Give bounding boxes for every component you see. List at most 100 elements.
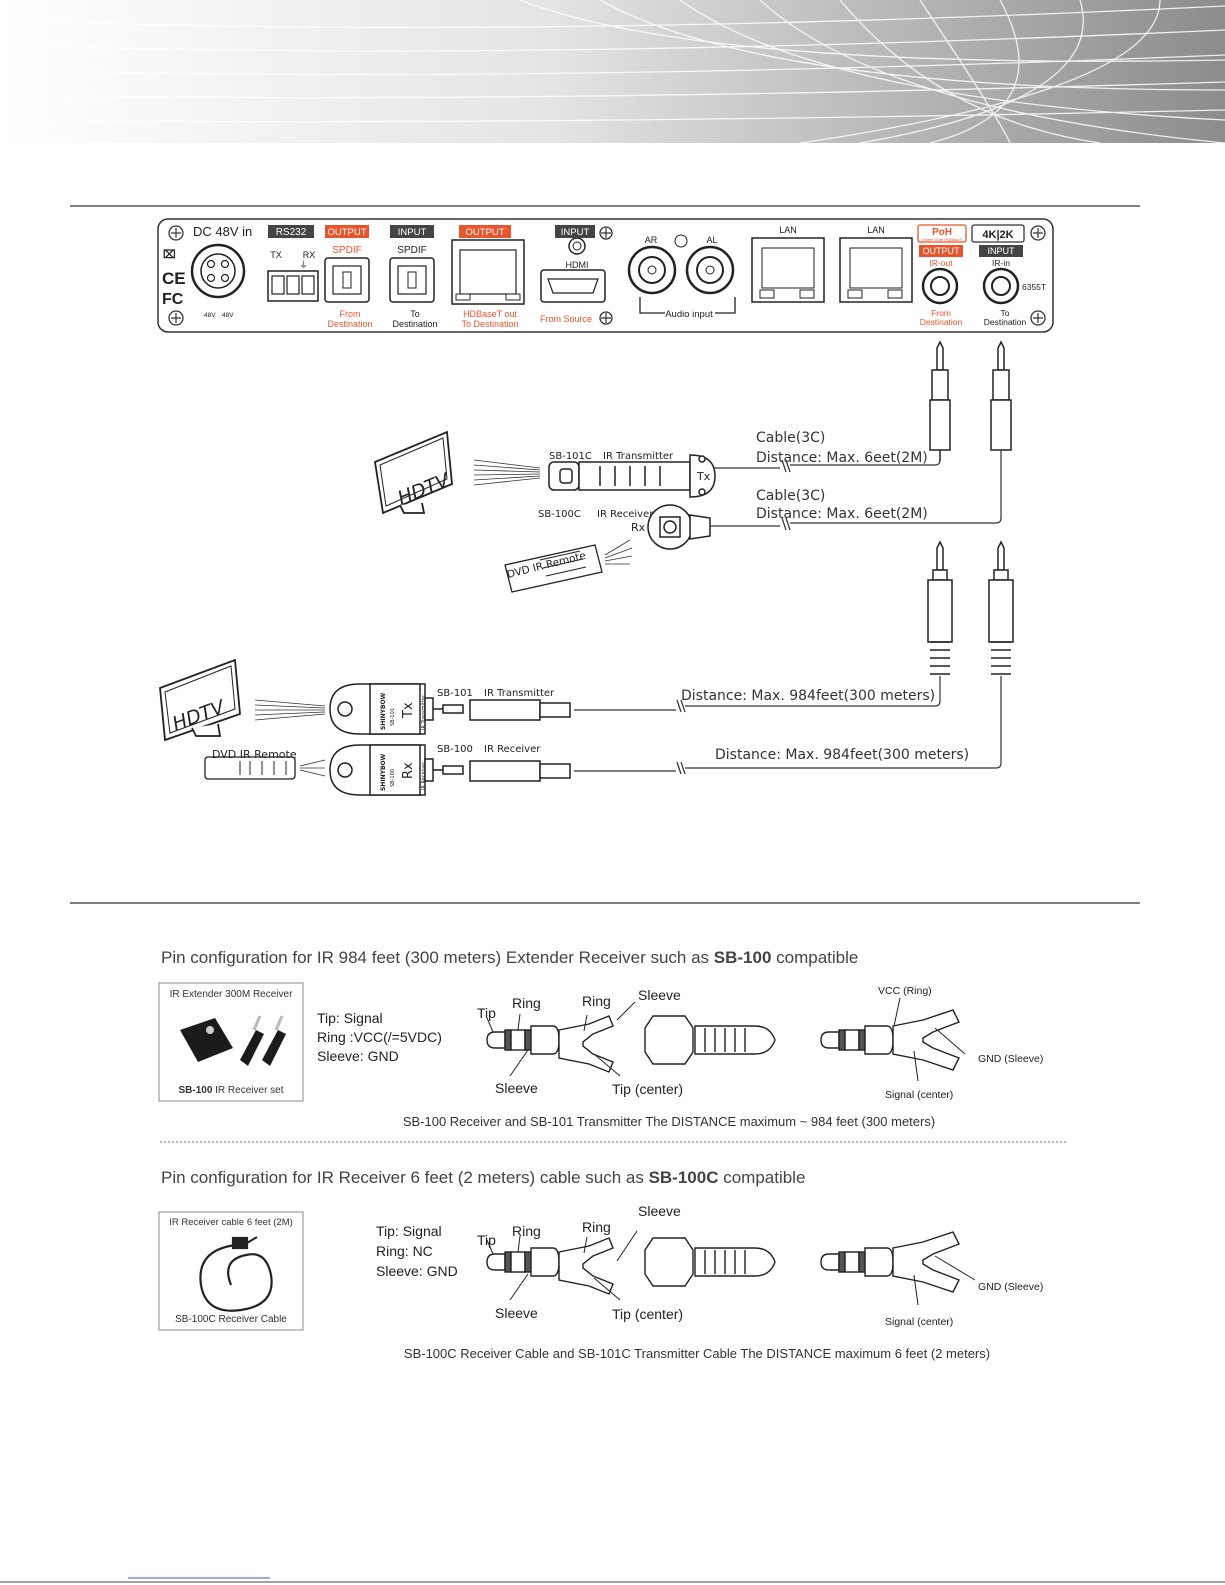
cable-photo-frame xyxy=(158,1211,304,1331)
label-tip-center-2: Tip (center) xyxy=(612,1306,683,1322)
sb100c-name: IR Receiver xyxy=(597,509,654,520)
ir-out-caption-2: Destination xyxy=(920,317,963,327)
plug-ir-in xyxy=(990,340,1012,451)
spec2-line-3: Sleeve: GND xyxy=(376,1263,458,1279)
pin-title-1: Pin configuration for IR 984 feet (300 m… xyxy=(161,948,858,967)
pin-title-2: Pin configuration for IR Receiver 6 feet… xyxy=(161,1168,805,1187)
plug-pointer-lines-2 xyxy=(486,1230,976,1306)
ir-beam-icon-2 xyxy=(254,699,326,721)
sb100-model: SB-100 xyxy=(437,744,473,755)
sb100-receiver xyxy=(329,744,571,796)
cable-lines xyxy=(574,450,1002,772)
pin-section-2: Pin configuration for IR Receiver 6 feet… xyxy=(158,1168,1043,1361)
ir-in-caption-2: Destination xyxy=(984,317,1027,327)
label-vcc-1: VCC (Ring) xyxy=(878,985,932,997)
dc-label: DC 48V in xyxy=(193,224,252,239)
label-signal-2: Signal (center) xyxy=(885,1316,953,1328)
photo-title-2: IR Receiver cable 6 feet (2M) xyxy=(169,1217,293,1228)
sb101-brand: SHINYBOW xyxy=(380,692,387,730)
spdif-in-caption-2: Destination xyxy=(392,319,437,329)
label-tip-center-1: Tip (center) xyxy=(612,1081,683,1097)
sb100-code: Rx xyxy=(401,762,416,779)
tag-hdbaset xyxy=(459,225,511,238)
lan-label-1: LAN xyxy=(779,225,797,235)
label-ring-b-2: Ring xyxy=(582,1219,611,1235)
spdif-in-tag: INPUT xyxy=(398,227,427,238)
sb101c-transmitter xyxy=(548,454,716,498)
sb101c-model: SB-101C xyxy=(549,451,592,462)
header-band xyxy=(0,0,1225,144)
photo-caption-2: SB-100C Receiver Cable xyxy=(175,1314,287,1325)
spec-line-3: Sleeve: GND xyxy=(317,1048,399,1064)
label-sleeve-top-2: Sleeve xyxy=(638,1203,681,1219)
label-gnd-2: GND (Sleeve) xyxy=(978,1281,1043,1293)
spec-line-2: Ring :VCC(/=5VDC) xyxy=(317,1029,442,1045)
label-sleeve-top-1: Sleeve xyxy=(638,987,681,1003)
power-label-2: 48V xyxy=(222,312,234,319)
rs232-rx-label: RX xyxy=(303,250,316,260)
ir-in-caption-1: To xyxy=(1001,308,1010,318)
audio-caption: Audio input xyxy=(665,309,713,320)
tag-spdif-out xyxy=(325,225,369,238)
ground-glyph: ⏚ xyxy=(299,260,308,270)
pin-footer-1: SB-100 Receiver and SB-101 Transmitter T… xyxy=(403,1114,935,1129)
audio-ar-label: AR xyxy=(645,235,658,245)
receiver-set-photo xyxy=(180,1015,286,1066)
sb100-tag: IR Receiver xyxy=(421,761,427,790)
svg-text:FC: FC xyxy=(162,291,184,308)
k4-label: 4K|2K xyxy=(982,229,1013,241)
sb101-transmitter xyxy=(329,683,571,735)
ir-in-tag: INPUT xyxy=(988,246,1016,256)
hdmi-name: HDMI xyxy=(566,260,589,270)
sb101-code: Tx xyxy=(401,702,416,719)
label-tip-1: Tip xyxy=(477,1005,496,1021)
poh-label: PoH xyxy=(932,227,952,238)
sb101-tag: IR Transmitter xyxy=(421,694,427,730)
plug-pointer-lines-1 xyxy=(486,997,966,1082)
spdif-out-caption-2: Destination xyxy=(327,319,372,329)
tag-ir-in xyxy=(979,245,1023,257)
label-tip-2: Tip xyxy=(477,1232,496,1248)
dvd-remote-label-2: DVD IR Remote xyxy=(212,748,297,761)
certification-icons: ⌧ CE FC xyxy=(162,249,186,308)
cable-label-1: Cable(3C) xyxy=(756,430,825,446)
hdmi-tag: INPUT xyxy=(561,227,590,238)
sb101-name: IR Transmitter xyxy=(484,688,555,699)
tag-ir-out xyxy=(919,245,963,257)
ir-out-tag: OUTPUT xyxy=(923,246,961,256)
plug-diagram-1 xyxy=(486,1009,960,1073)
sb100-name: IR Receiver xyxy=(484,744,541,755)
sb101c-code: Tx xyxy=(696,470,711,483)
receiver-cable-photo xyxy=(199,1236,273,1312)
sb100-brand: SHINYBOW xyxy=(380,753,387,791)
dvd-remote-icon xyxy=(504,544,603,593)
spdif-out-caption-1: From xyxy=(340,309,361,319)
audio-al-label: AL xyxy=(706,235,717,245)
spec2-line-2: Ring: NC xyxy=(376,1243,433,1259)
cable-break-marks xyxy=(676,459,791,775)
hdmi-caption: From Source xyxy=(540,314,592,324)
plug-diagram-2 xyxy=(486,1231,960,1295)
sb100c-receiver xyxy=(647,504,711,550)
poh-badge xyxy=(917,224,967,243)
svg-text:⌧: ⌧ xyxy=(163,249,176,261)
sb101-model: SB-101 xyxy=(437,688,473,699)
ir-out-caption-1: From xyxy=(931,308,951,318)
plug-ir-out xyxy=(929,340,951,461)
poh-sub-label: Power Over HDBaseT xyxy=(922,237,962,242)
sb100c-code: Rx xyxy=(631,521,646,534)
cable-label-2: Cable(3C) xyxy=(756,488,825,504)
label-sleeve-bottom-2: Sleeve xyxy=(495,1305,538,1321)
pin-section-1: Pin configuration for IR 984 feet (300 m… xyxy=(158,948,1043,1129)
sb101c-name: IR Transmitter xyxy=(603,451,674,462)
pin-footer-2: SB-100C Receiver Cable and SB-101C Trans… xyxy=(404,1346,990,1361)
ir-in-name: IR-in xyxy=(992,258,1010,268)
k4-badge xyxy=(971,224,1025,243)
short-distance-1: Distance: Max. 6eet(2M) xyxy=(756,450,928,466)
label-sleeve-bottom-1: Sleeve xyxy=(495,1080,538,1096)
sb100c-model: SB-100C xyxy=(538,509,581,520)
rear-panel: ⌧ CE FC ⏚ xyxy=(157,218,1054,333)
sb101-model-print: SB-101 xyxy=(390,708,396,726)
label-signal-1: Signal (center) xyxy=(885,1089,953,1101)
